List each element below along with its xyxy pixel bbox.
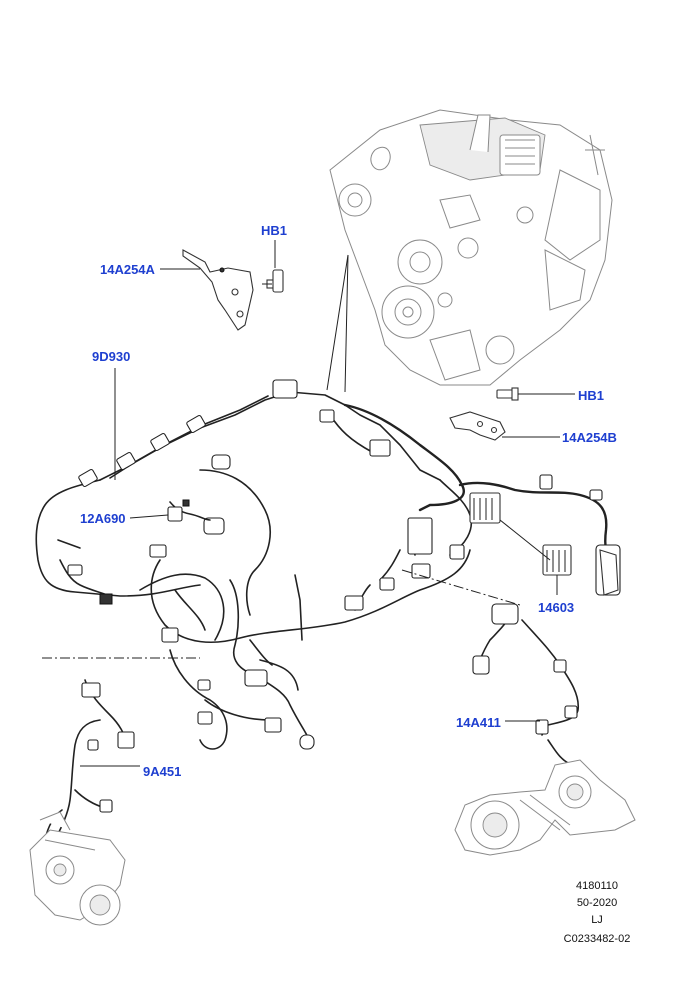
connector-group: [67, 379, 621, 750]
engine-illustration: [329, 109, 613, 386]
bracket-14a254b[interactable]: [449, 411, 506, 441]
engine-link-line: [326, 254, 349, 391]
main-harness-9d930[interactable]: [35, 391, 614, 750]
bolt-hb1-right[interactable]: [496, 387, 519, 401]
alignment-line: [401, 569, 521, 606]
relay-block-14603[interactable]: [469, 492, 572, 576]
callout-9a451[interactable]: 9A451: [143, 764, 182, 779]
engine-link-line: [344, 254, 349, 393]
callout-14a254a[interactable]: 14A254A: [100, 262, 155, 277]
bracket-14a254a[interactable]: [182, 249, 254, 331]
callout-12a690[interactable]: 12A690: [80, 511, 126, 526]
sensor-12a690[interactable]: [167, 499, 211, 522]
callout-14603[interactable]: 14603: [538, 600, 575, 615]
reference-illustration-id: C0233482-02: [563, 933, 631, 945]
reference-date-code: 50-2020: [576, 897, 618, 909]
callout-9d930[interactable]: 9D930: [92, 349, 131, 364]
turbo-harness-14a411[interactable]: [472, 603, 580, 766]
callout-14a254b[interactable]: 14A254B: [562, 430, 617, 445]
turbocharger-right: [454, 759, 636, 856]
leader-line: [129, 514, 169, 519]
reference-model-code: LJ: [591, 914, 603, 926]
callout-14a411[interactable]: 14A411: [456, 715, 501, 730]
leader-line: [499, 519, 551, 561]
callout-hb1-top[interactable]: HB1: [261, 223, 288, 238]
bolt-hb1-top[interactable]: [262, 269, 284, 293]
reference-number: 4180110: [575, 880, 618, 892]
turbocharger-left: [29, 811, 126, 926]
callout-hb1-right[interactable]: HB1: [578, 388, 605, 403]
